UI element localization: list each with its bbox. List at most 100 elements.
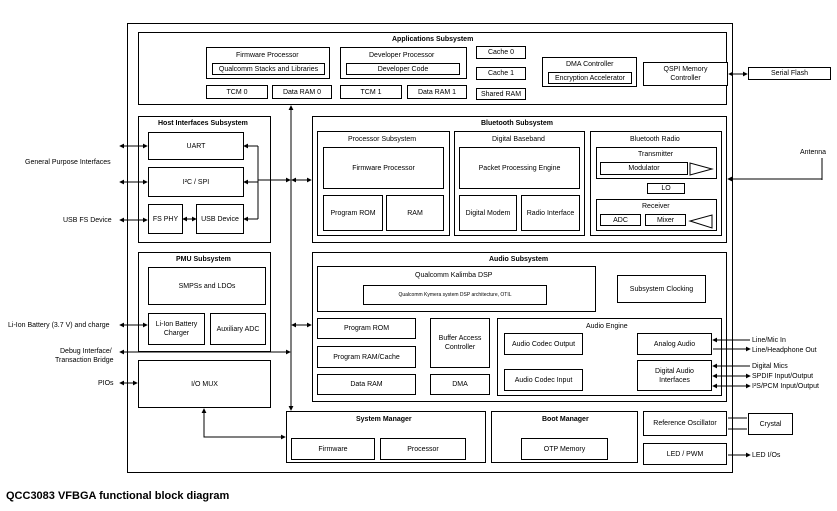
developer-processor-label: Developer Processor xyxy=(369,52,435,59)
label-led-ios: LED I/Os xyxy=(752,452,781,459)
qualcomm-stacks-label: Qualcomm Stacks and Libraries xyxy=(218,65,319,73)
bac-label: Buffer Access Controller xyxy=(438,335,482,351)
radio-interface-label: Radio Interface xyxy=(526,209,575,217)
digital-baseband-title: Digital Baseband xyxy=(492,136,545,143)
tcm-1-label: TCM 1 xyxy=(360,88,382,96)
adc-label: ADC xyxy=(613,216,628,224)
bt-ram-label: RAM xyxy=(407,209,423,217)
usb-device-label: USB Device xyxy=(201,215,239,223)
apps-firmware-processor-label: Firmware Processor xyxy=(236,52,299,59)
label-digital-mics: Digital Mics xyxy=(752,363,788,370)
qspi-label: QSPI Memory Controller xyxy=(663,66,708,82)
diagram-caption: QCC3083 VFBGA functional block diagram xyxy=(6,490,230,502)
shared-ram: Shared RAM xyxy=(476,88,526,100)
tcm-1: TCM 1 xyxy=(340,85,402,99)
otp-memory-label: OTP Memory xyxy=(543,445,586,453)
sysmgr-firmware: Firmware xyxy=(291,438,375,460)
label-line-mic-in: Line/Mic In xyxy=(752,337,786,344)
qualcomm-stacks-box: Qualcomm Stacks and Libraries xyxy=(212,63,325,75)
adc-block: ADC xyxy=(600,214,641,226)
reference-oscillator-label: Reference Oscillator xyxy=(653,420,717,427)
serial-flash-box: Serial Flash xyxy=(748,67,831,80)
kymera-box: Qualcomm Kymera system DSP architecture,… xyxy=(363,285,547,305)
auxiliary-adc-label: Auxiliary ADC xyxy=(216,325,260,333)
kymera-label: Qualcomm Kymera system DSP architecture,… xyxy=(398,291,512,298)
label-debug-interface: Debug Interface/ xyxy=(60,348,112,355)
codec-output-label: Audio Codec Output xyxy=(511,340,576,348)
bt-firmware-processor: Firmware Processor xyxy=(323,147,444,189)
io-mux-label: I/O MUX xyxy=(191,380,218,388)
sysmgr-firmware-label: Firmware xyxy=(318,445,348,453)
developer-code-label: Developer Code xyxy=(377,65,429,73)
ppe-label: Packet Processing Engine xyxy=(478,164,561,172)
digital-modem-label: Digital Modem xyxy=(465,209,511,217)
liion-charger-block: Li-Ion Battery Charger xyxy=(148,313,205,345)
data-ram-0: Data RAM 0 xyxy=(272,85,332,99)
transmitter-label: Transmitter xyxy=(638,151,674,158)
system-manager-title: System Manager xyxy=(356,416,412,423)
audio-program-ram: Program RAM/Cache xyxy=(317,346,416,368)
kalimba-dsp-label: Qualcomm Kalimba DSP xyxy=(415,272,493,279)
led-pwm: LED / PWM xyxy=(643,443,727,465)
rx-amplifier xyxy=(688,214,713,229)
bt-processor-subsystem-title: Processor Subsystem xyxy=(348,136,417,143)
audio-program-ram-label: Program RAM/Cache xyxy=(333,353,400,361)
audio-program-rom-label: Program ROM xyxy=(343,325,390,332)
digital-audio-interfaces: Digital Audio Interfaces xyxy=(637,360,712,391)
smps-ldo-block: SMPSs and LDOs xyxy=(148,267,266,305)
audio-data-ram-label: Data RAM xyxy=(350,381,383,388)
bt-ram: RAM xyxy=(386,195,444,231)
label-antenna: Antenna xyxy=(800,149,827,156)
mixer-block: Mixer xyxy=(645,214,686,226)
bluetooth-subsystem-title: Bluetooth Subsystem xyxy=(481,120,553,127)
label-spdif: SPDIF Input/Output xyxy=(752,373,814,380)
receiver-label: Receiver xyxy=(642,203,670,210)
iomux-sysmgr-link xyxy=(201,408,286,440)
reference-oscillator: Reference Oscillator xyxy=(643,411,727,436)
analog-audio-label: Analog Audio xyxy=(653,340,696,348)
data-ram-1-label: Data RAM 1 xyxy=(417,88,457,96)
sysmgr-processor-label: Processor xyxy=(407,445,439,453)
audio-subsystem-title: Audio Subsystem xyxy=(489,256,549,263)
label-pios: PIOs xyxy=(98,380,114,387)
audio-codec-output: Audio Codec Output xyxy=(504,333,583,355)
sysmgr-processor: Processor xyxy=(380,438,466,460)
serial-flash-label: Serial Flash xyxy=(771,70,808,77)
crystal-label: Crystal xyxy=(759,420,782,428)
cache-1: Cache 1 xyxy=(476,67,526,80)
subsystem-clocking: Subsystem Clocking xyxy=(617,275,706,303)
label-i2s-pcm: I²S/PCM Input/Output xyxy=(752,383,819,390)
codec-input-label: Audio Codec Input xyxy=(514,376,573,384)
cache-0-label: Cache 0 xyxy=(487,49,515,56)
fs-phy-label: FS PHY xyxy=(152,215,179,223)
radio-interface: Radio Interface xyxy=(521,195,580,231)
tcm-0-label: TCM 0 xyxy=(226,88,248,96)
modulator-label: Modulator xyxy=(628,165,660,172)
uart-label: UART xyxy=(186,142,206,150)
i2c-spi-block: I²C / SPI xyxy=(148,167,244,197)
audio-data-ram: Data RAM xyxy=(317,374,416,395)
pmu-subsystem-title: PMU Subsystem xyxy=(176,256,231,263)
bt-program-rom-label: Program ROM xyxy=(330,209,376,217)
data-ram-0-label: Data RAM 0 xyxy=(282,88,322,96)
shared-ram-label: Shared RAM xyxy=(480,90,522,98)
packet-processing-engine: Packet Processing Engine xyxy=(459,147,580,189)
audio-program-rom: Program ROM xyxy=(317,318,416,339)
encryption-accelerator-box: Encryption Accelerator xyxy=(548,72,632,84)
buffer-access-controller: Buffer Access Controller xyxy=(430,318,490,368)
analog-audio: Analog Audio xyxy=(637,333,712,355)
digital-modem: Digital Modem xyxy=(459,195,517,231)
crystal-box: Crystal xyxy=(748,413,793,435)
liion-charger-label: Li-Ion Battery Charger xyxy=(155,321,198,337)
lo-label: LO xyxy=(661,185,671,192)
otp-memory: OTP Memory xyxy=(521,438,608,460)
label-liion-battery: Li-Ion Battery (3.7 V) and charge xyxy=(8,322,110,329)
i2c-spi-label: I²C / SPI xyxy=(182,178,210,186)
qspi-memory-controller: QSPI Memory Controller xyxy=(643,62,728,86)
dma-controller-label: DMA Controller xyxy=(566,61,614,68)
io-mux: I/O MUX xyxy=(138,360,271,408)
mixer-label: Mixer xyxy=(656,216,675,224)
data-ram-1: Data RAM 1 xyxy=(407,85,467,99)
applications-subsystem-title: Applications Subsystem xyxy=(392,36,474,43)
